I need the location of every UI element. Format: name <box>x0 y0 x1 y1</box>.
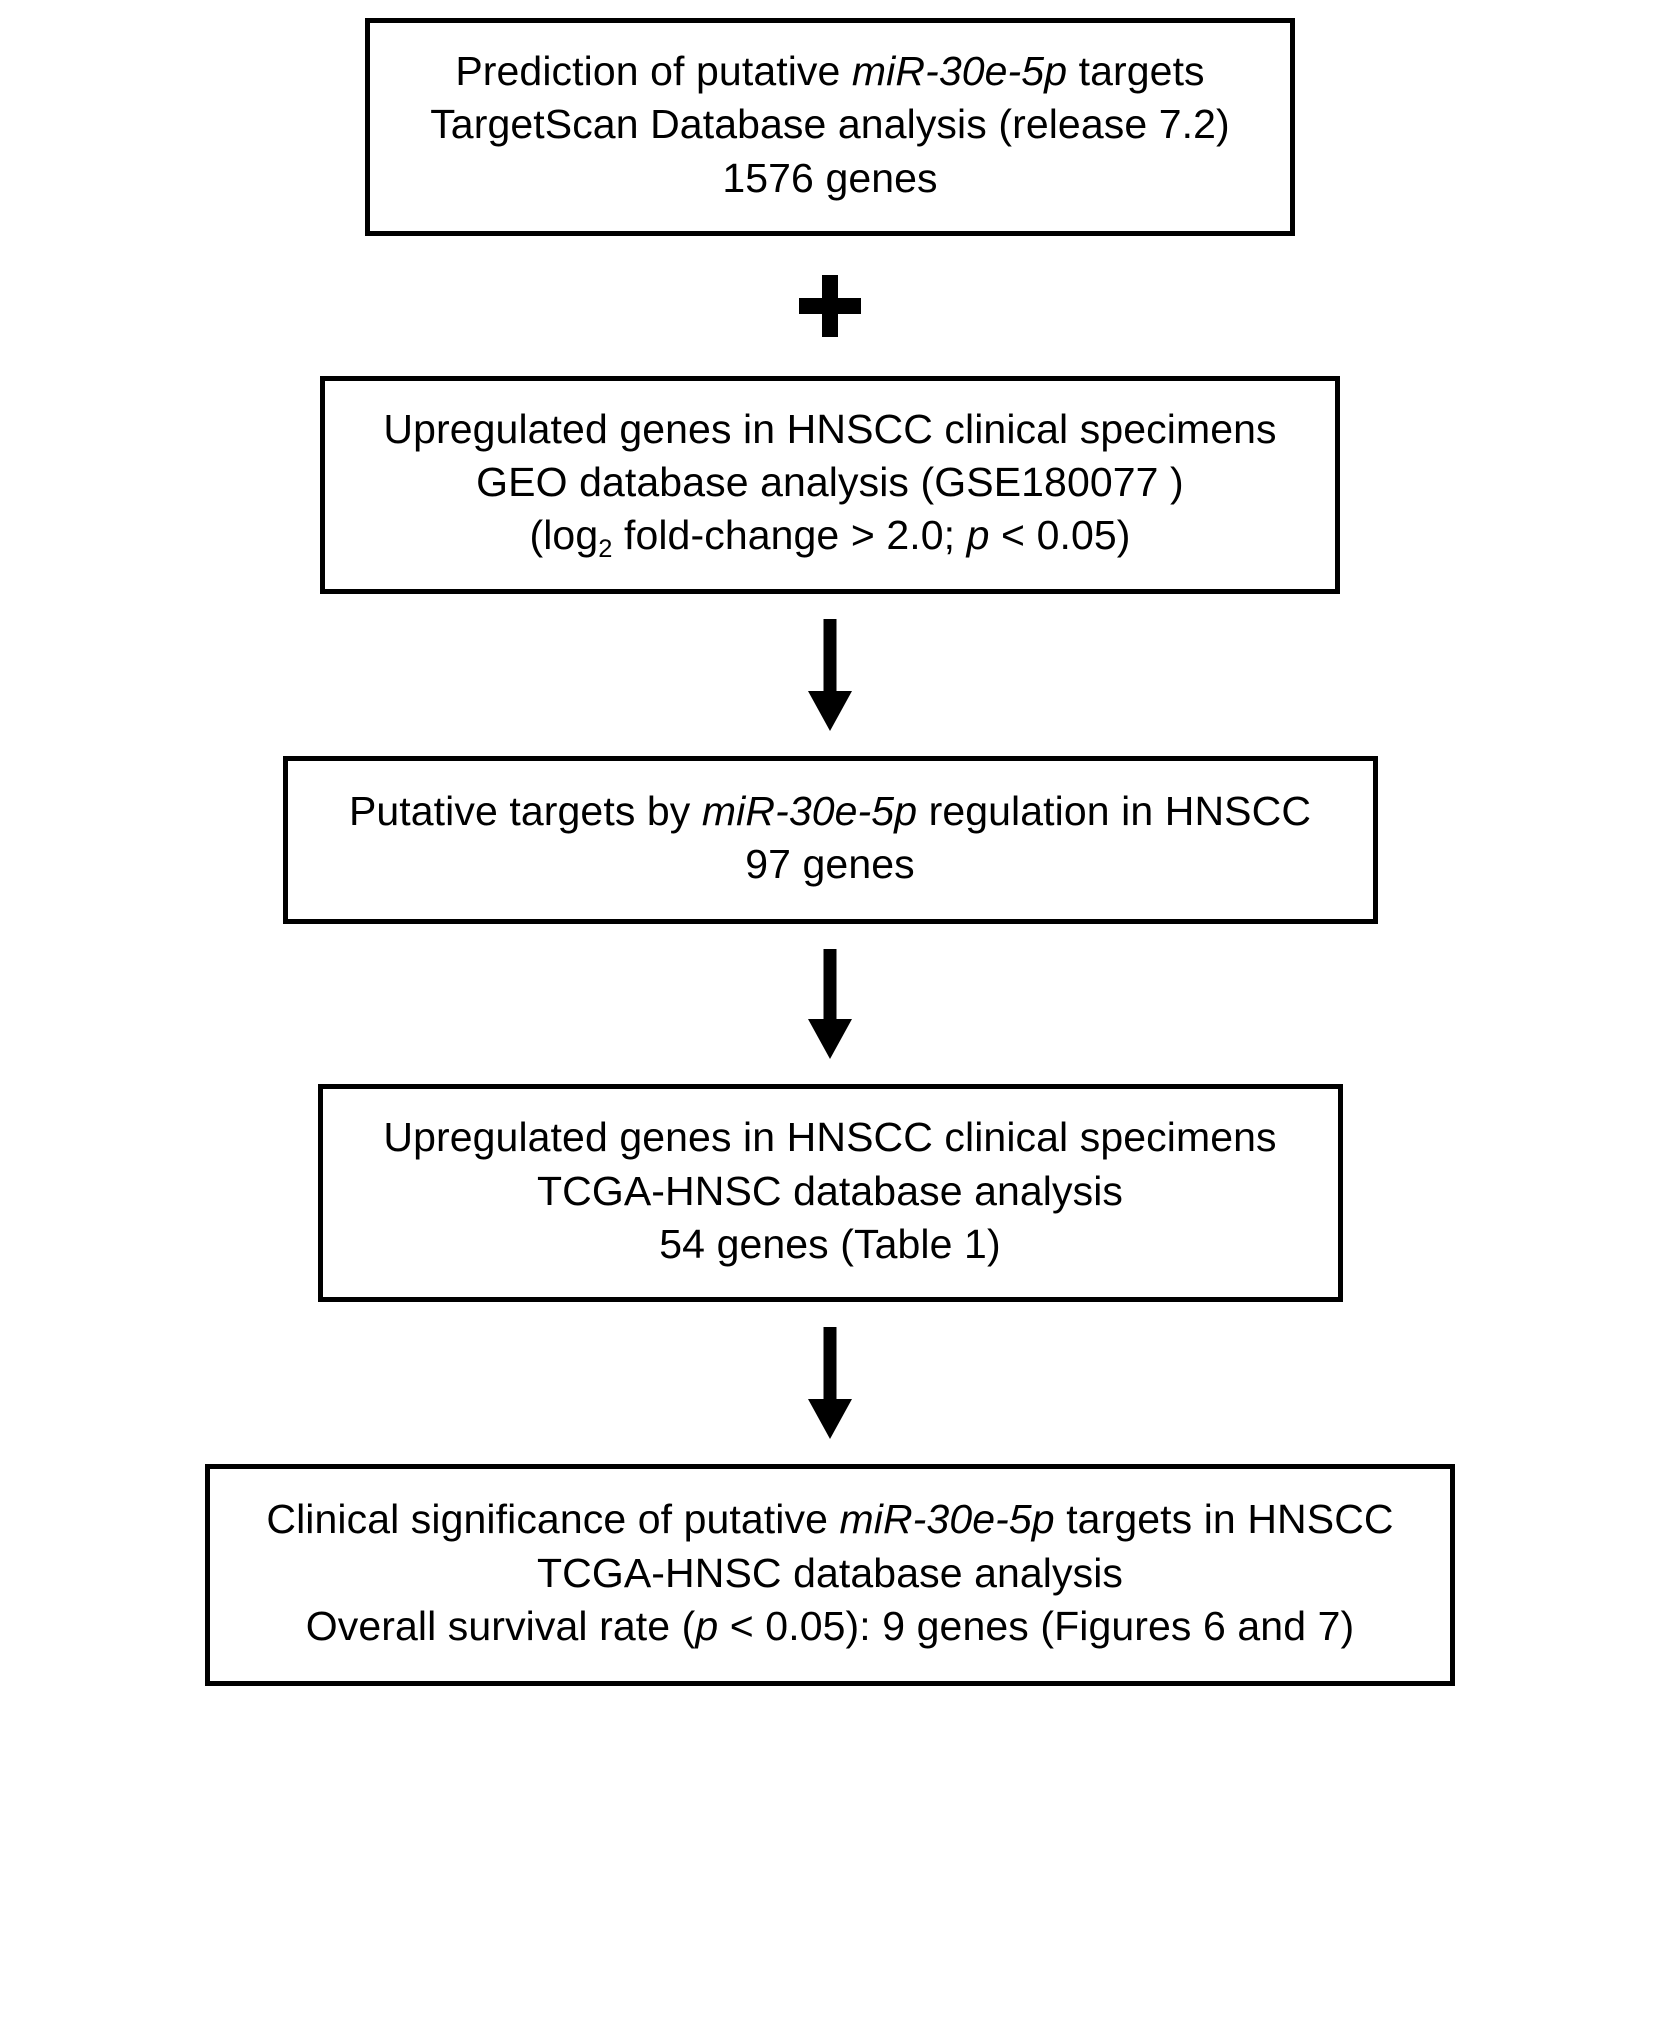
arrow-down-icon <box>808 949 852 1060</box>
box5-line3-post: < 0.05): 9 genes (Figures 6 and 7) <box>718 1602 1355 1649</box>
box4-line3: 54 genes (Table 1) <box>659 1220 1001 1267</box>
box2-line3-mid: fold-change > 2.0; <box>612 512 967 559</box>
box2-line2: GEO database analysis (GSE180077 ) <box>476 459 1184 506</box>
box5-line1-post: targets in HNSCC <box>1054 1496 1394 1543</box>
box2-pvalue-symbol: p <box>966 512 990 559</box>
box5-line2: TCGA-HNSC database analysis <box>536 1549 1124 1596</box>
box5-line1-pre: Clinical significance of putative <box>266 1496 840 1543</box>
box2-line3-pre: (log <box>529 512 599 559</box>
box5-pvalue-symbol: p <box>695 1602 719 1649</box>
box3-line1-post: regulation in HNSCC <box>917 787 1312 834</box>
box1-line3: 1576 genes <box>722 154 938 201</box>
arrow-shaft <box>823 618 837 695</box>
arrow-down-icon <box>808 618 852 731</box>
box3-line1-pre: Putative targets by <box>348 787 702 834</box>
plus-connector <box>799 236 861 376</box>
box4-line2: TCGA-HNSC database analysis <box>536 1167 1124 1214</box>
box4-line1: Upregulated genes in HNSCC clinical spec… <box>383 1114 1277 1161</box>
geo-upregulated-genes-box: Upregulated genes in HNSCC clinical spec… <box>320 375 1340 594</box>
box3-line1: Putative targets by miR-30e-5p regulatio… <box>349 785 1311 838</box>
arrow-down-icon <box>808 1327 852 1440</box>
box3-mirna-name: miR-30e-5p <box>701 787 918 834</box>
tcga-upregulated-genes-box: Upregulated genes in HNSCC clinical spec… <box>317 1084 1343 1303</box>
clinical-significance-box: Clinical significance of putative miR-30… <box>205 1464 1455 1687</box>
box1-line2: TargetScan Database analysis (release 7.… <box>430 101 1230 148</box>
box5-line1: Clinical significance of putative miR-30… <box>266 1493 1393 1546</box>
box2-line3: (log2 fold-change > 2.0; p < 0.05) <box>529 509 1130 562</box>
arrow-shaft <box>823 949 837 1024</box>
arrow-head <box>808 1399 852 1440</box>
box2-line1: Upregulated genes in HNSCC clinical spec… <box>383 405 1277 452</box>
box1-mirna-name: miR-30e-5p <box>851 48 1068 94</box>
arrow-shaft <box>823 1327 837 1404</box>
arrow-connector-2 <box>808 924 852 1084</box>
arrow-connector-3 <box>808 1302 852 1464</box>
box5-mirna-name: miR-30e-5p <box>839 1496 1055 1543</box>
putative-targets-box: Putative targets by miR-30e-5p regulatio… <box>282 755 1378 925</box>
box5-line3: Overall survival rate (p < 0.05): 9 gene… <box>306 1600 1355 1653</box>
box5-line3-pre: Overall survival rate ( <box>305 1602 696 1649</box>
arrow-connector-1 <box>808 594 852 756</box>
arrow-head <box>808 690 852 731</box>
box1-line1: Prediction of putative miR-30e-5p target… <box>455 45 1204 98</box>
targetscan-prediction-box: Prediction of putative miR-30e-5p target… <box>365 18 1295 236</box>
box2-log-subscript: 2 <box>598 535 613 564</box>
box3-line2: 97 genes <box>745 841 915 888</box>
arrow-head <box>808 1019 852 1060</box>
box2-line3-post: < 0.05) <box>989 512 1131 559</box>
plus-icon <box>799 274 861 337</box>
box1-line1-pre: Prediction of putative <box>455 48 852 94</box>
box1-line1-post: targets <box>1067 48 1205 94</box>
